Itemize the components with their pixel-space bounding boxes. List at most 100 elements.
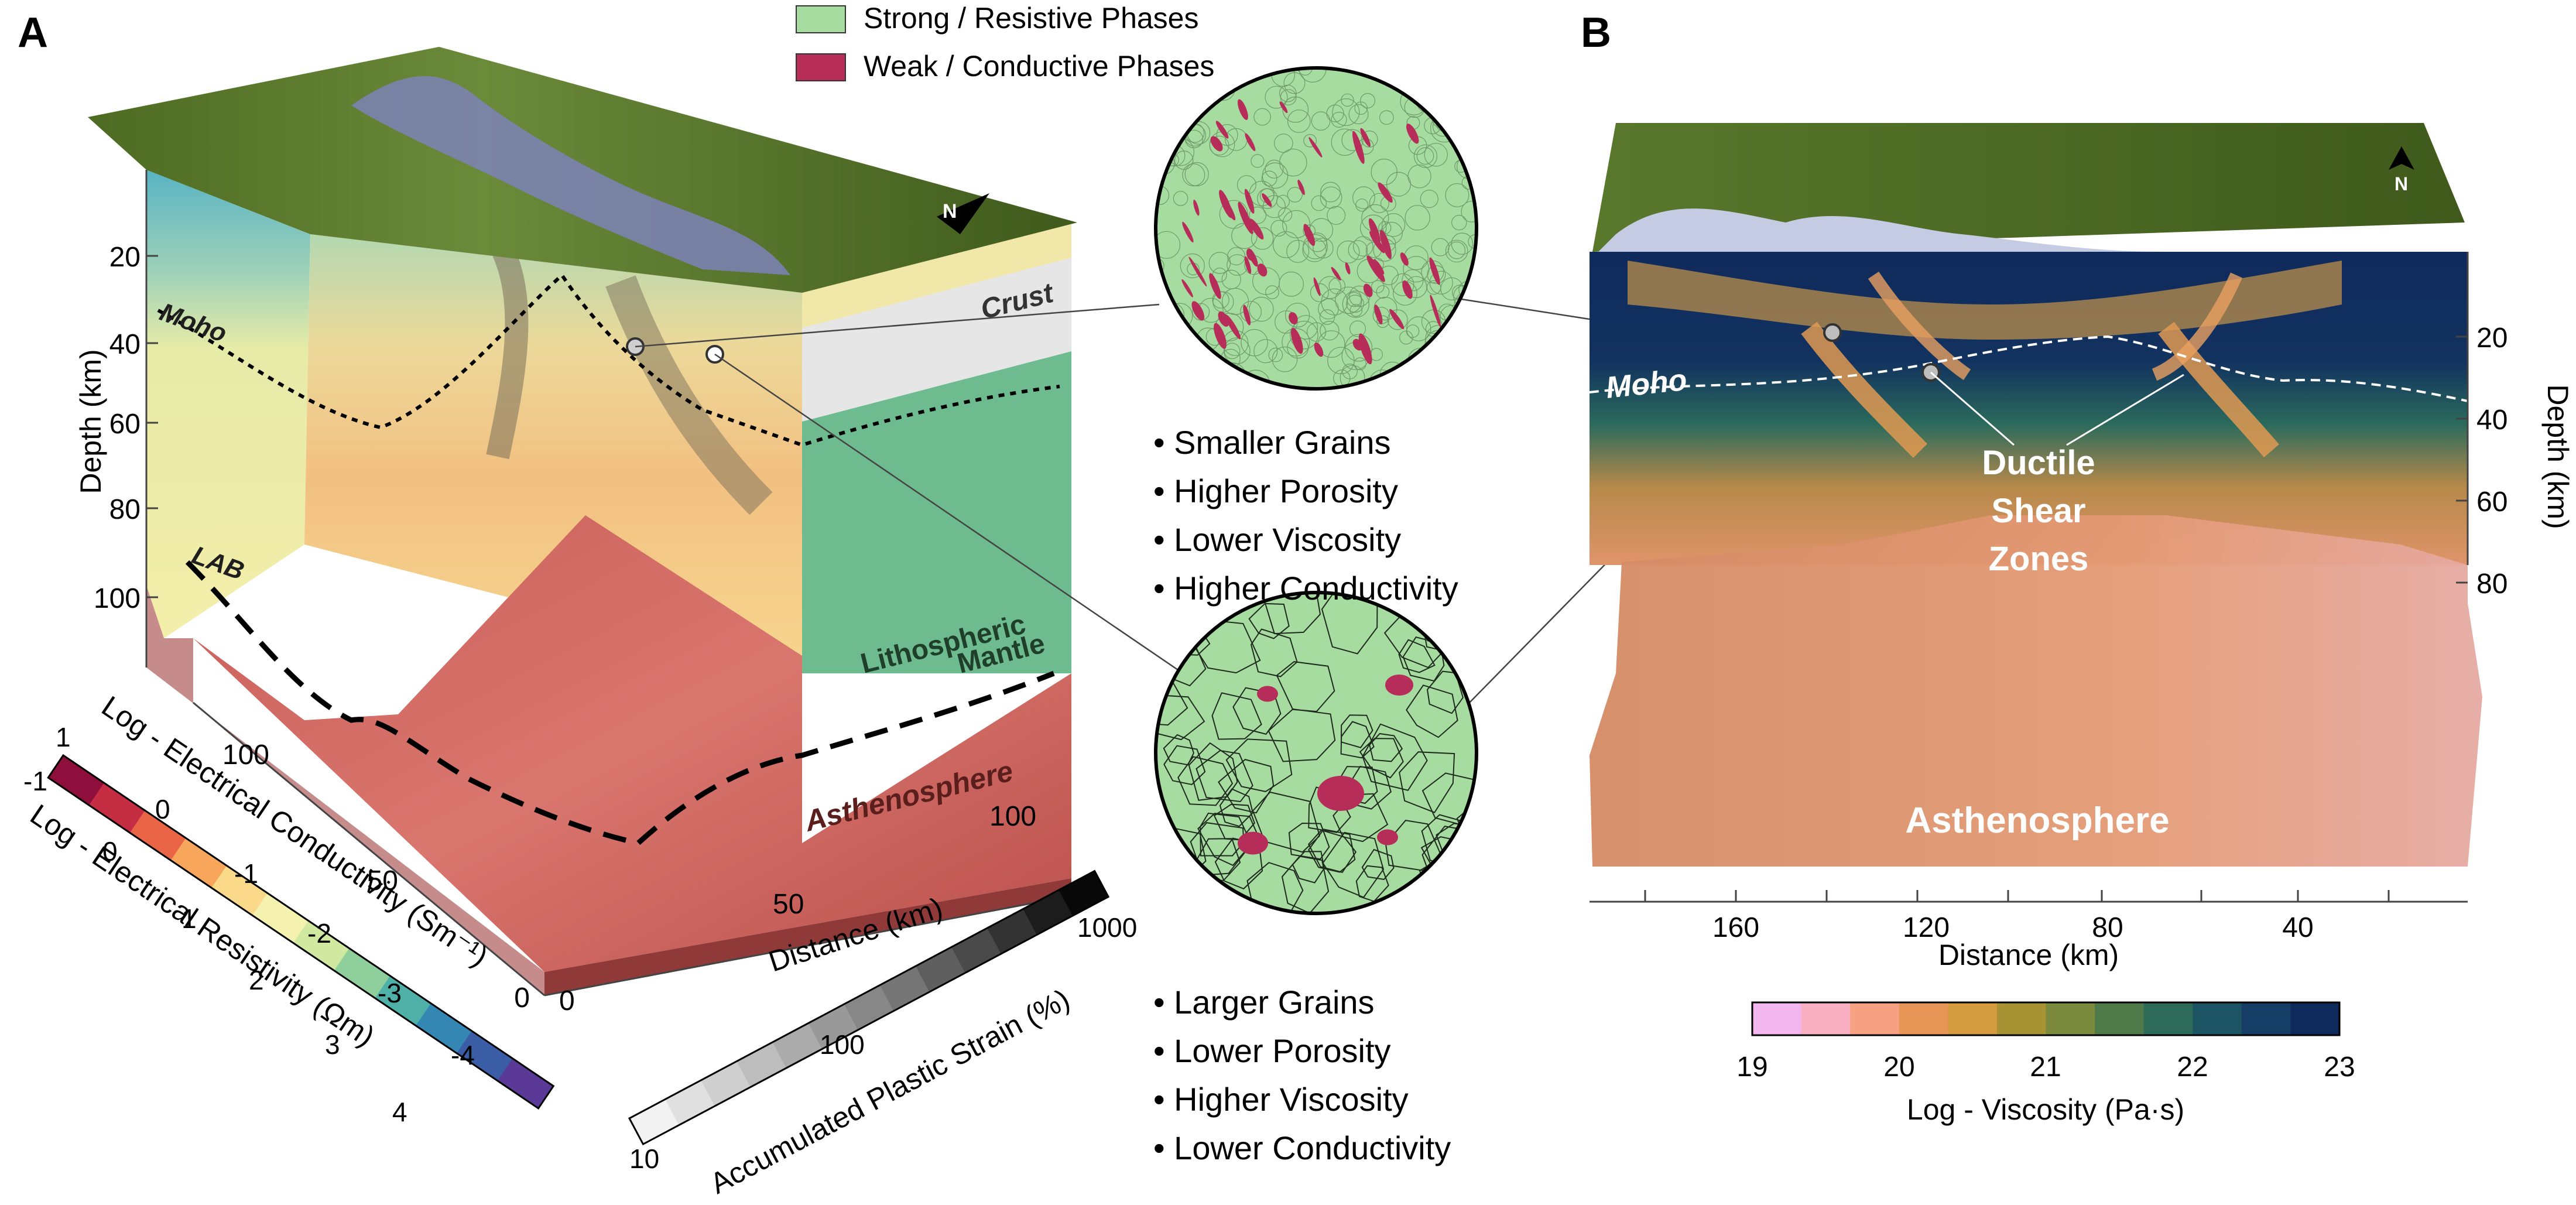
grain-boundary bbox=[1413, 144, 1438, 168]
grain-boundary bbox=[1337, 240, 1360, 263]
resistivity-tick: 2 bbox=[249, 965, 264, 995]
grain-boundary bbox=[1444, 68, 1459, 76]
grain-boundary bbox=[1376, 285, 1390, 299]
strong-phase-label: Strong / Resistive Phases bbox=[864, 2, 1199, 35]
grain-boundary bbox=[1320, 321, 1340, 341]
panel-b-letter: B bbox=[1581, 9, 1611, 56]
melt-lens bbox=[1225, 314, 1241, 340]
grain-boundary bbox=[1406, 324, 1420, 338]
grain-boundary bbox=[1188, 82, 1202, 97]
moho-line bbox=[157, 272, 1060, 447]
shear-label-2: Shear bbox=[1991, 492, 2085, 530]
grain-boundary bbox=[1369, 193, 1389, 213]
distance-tick: 100 bbox=[222, 740, 269, 771]
strain-colorbar-label: Accumulated Plastic Strain (%) bbox=[705, 983, 1075, 1200]
grain-boundary bbox=[1407, 165, 1431, 189]
panel-b-depth-tick: 80 bbox=[2476, 569, 2508, 600]
grain-boundary bbox=[1174, 150, 1194, 170]
fine-grain-outline bbox=[1154, 66, 1478, 391]
grain-boundary bbox=[1319, 309, 1335, 325]
conductivity-tick: -1 bbox=[234, 858, 258, 889]
melt-lens bbox=[1314, 342, 1324, 357]
conductivity-tick: -4 bbox=[451, 1040, 475, 1070]
grain-boundary bbox=[1209, 135, 1229, 156]
conductivity-swatch bbox=[170, 838, 227, 888]
panel-b-asthenosphere-label: Asthenosphere bbox=[1905, 800, 2169, 841]
panel-b-depth-tick: 20 bbox=[2476, 323, 2508, 354]
melt-lens bbox=[1279, 101, 1288, 113]
conductivity-swatch bbox=[48, 755, 105, 806]
grain-boundary bbox=[1318, 298, 1339, 320]
melt-lens bbox=[1245, 133, 1256, 152]
grain-boundary bbox=[1438, 76, 1457, 95]
melt-lens bbox=[1430, 295, 1441, 327]
grain-boundary bbox=[1376, 315, 1389, 328]
grain-boundary bbox=[1288, 822, 1330, 860]
conductivity-tick: 0 bbox=[155, 794, 170, 824]
conductivity-tick: -3 bbox=[378, 978, 402, 1008]
melt-lens bbox=[1303, 224, 1316, 247]
weak-phase-label: Weak / Conductive Phases bbox=[864, 50, 1214, 83]
grain-boundary bbox=[1439, 335, 1455, 351]
grain-boundary bbox=[1445, 239, 1468, 263]
viscosity-tick: 19 bbox=[1736, 1052, 1767, 1083]
melt-lens bbox=[1363, 283, 1373, 297]
panel-a: A 20 40 bbox=[18, 9, 1137, 1200]
grain-boundary bbox=[1156, 695, 1205, 741]
grain-boundary bbox=[1163, 734, 1194, 766]
viscosity-tick: 23 bbox=[2324, 1052, 2355, 1083]
grain-boundary bbox=[1348, 104, 1369, 125]
strain-swatch bbox=[737, 1042, 787, 1087]
melt-lens bbox=[1237, 99, 1248, 120]
grain-boundary bbox=[1250, 68, 1263, 76]
melt-lens bbox=[1188, 256, 1207, 287]
melt-pocket bbox=[1385, 675, 1413, 696]
strain-tick: 100 bbox=[820, 1029, 865, 1060]
strain-swatch bbox=[951, 927, 1002, 973]
grain-boundary bbox=[1345, 334, 1373, 362]
north-arrow-icon: N bbox=[937, 193, 989, 234]
strain-swatch bbox=[808, 1004, 859, 1049]
melt-pocket bbox=[1317, 776, 1364, 811]
coarse-grained-microstructure bbox=[1154, 591, 1478, 915]
melt-lens bbox=[1209, 273, 1221, 299]
conductivity-swatch bbox=[129, 810, 187, 861]
lower-bullet-list: • Larger Grains • Lower Porosity • Highe… bbox=[1153, 984, 1451, 1166]
panel-b-distance-axis: 160 120 80 40 Distance (km) bbox=[1590, 890, 2468, 971]
grain-boundary bbox=[1265, 85, 1288, 109]
panel-b-lowland bbox=[1592, 208, 2166, 258]
viscosity-colorbar-strip bbox=[1752, 1002, 2340, 1035]
depth-tick: 20 bbox=[109, 242, 141, 273]
resistivity-tick: 4 bbox=[392, 1097, 407, 1127]
panel-b-depth-label: Depth (km) bbox=[2541, 384, 2574, 529]
depth-tick: 60 bbox=[109, 409, 141, 440]
grain-boundary bbox=[1354, 357, 1366, 371]
grain-boundary bbox=[1340, 365, 1365, 389]
shear-zone-b-upper-left bbox=[1868, 271, 1971, 381]
grain-boundary bbox=[1182, 163, 1205, 187]
shear-zone-b-left bbox=[1801, 321, 1928, 458]
grain-boundary bbox=[1156, 378, 1167, 389]
melt-lens bbox=[1374, 304, 1383, 325]
grain-boundary bbox=[1240, 301, 1262, 323]
resistivity-tick: 1 bbox=[181, 903, 197, 934]
melt-pocket bbox=[1238, 831, 1268, 855]
strain-swatch bbox=[916, 947, 966, 992]
grain-boundary bbox=[1461, 201, 1477, 222]
fine-grain-disc bbox=[1156, 68, 1477, 389]
viscosity-swatch bbox=[1996, 1002, 2047, 1035]
melt-pocket bbox=[1377, 829, 1398, 845]
coarse-grain-outline bbox=[1154, 591, 1478, 915]
melt-lens bbox=[1378, 182, 1393, 203]
grain-boundary bbox=[1157, 373, 1179, 389]
grain-boundary bbox=[1253, 108, 1271, 126]
grain-boundary bbox=[1429, 271, 1453, 295]
melt-lens bbox=[1193, 200, 1200, 216]
melt-lens bbox=[1289, 312, 1298, 324]
grain-boundary bbox=[1195, 749, 1253, 803]
strain-tick: 10 bbox=[629, 1144, 659, 1174]
grain-boundary bbox=[1286, 239, 1310, 263]
melt-lens bbox=[1406, 124, 1419, 144]
grain-boundary bbox=[1180, 253, 1205, 279]
grain-boundary bbox=[1373, 296, 1397, 321]
